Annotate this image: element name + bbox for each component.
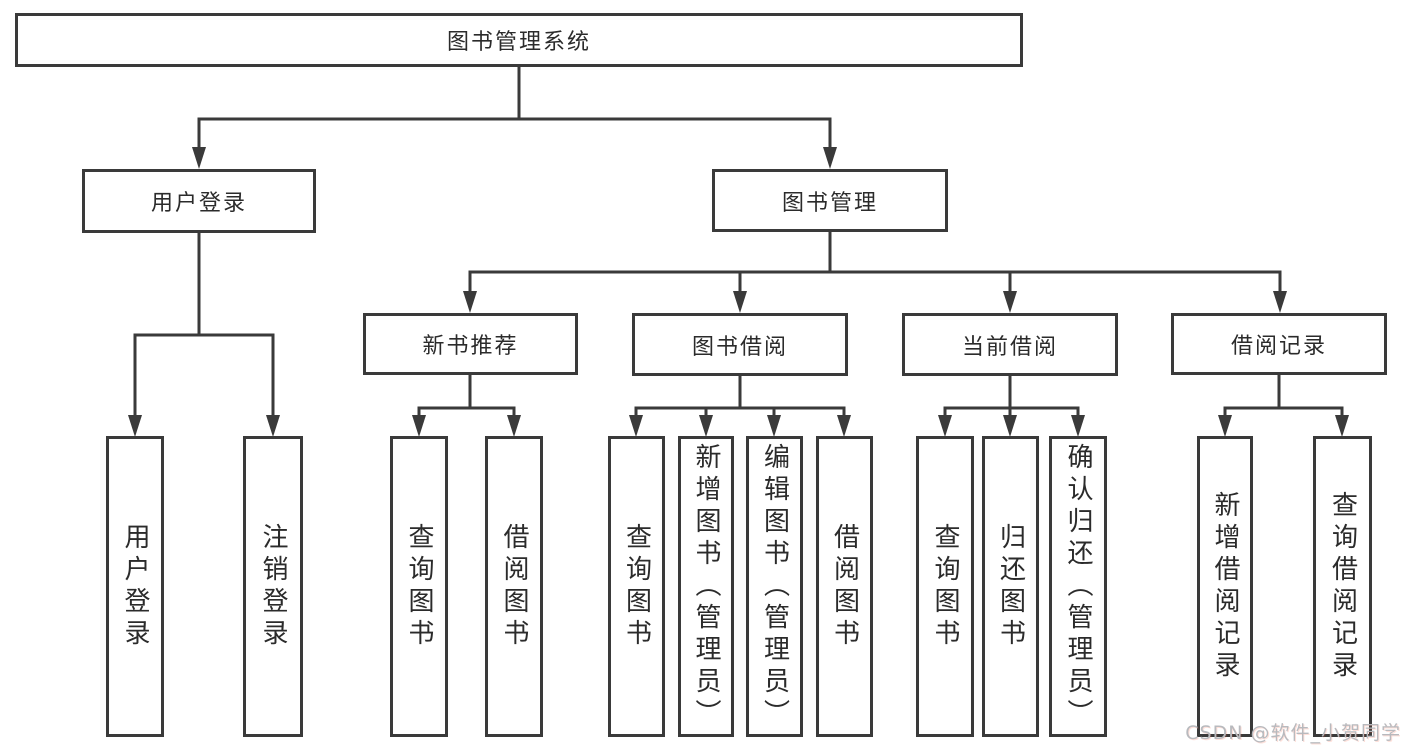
leaf-borrow-books-recommendation: 借阅图书 [485, 436, 543, 737]
leaf-label: 编辑图书（管理员） [759, 442, 790, 731]
connector-root-to-level2 [192, 66, 837, 169]
arrowheads-current-leaves [938, 415, 1085, 437]
node-label: 借阅记录 [1230, 334, 1327, 359]
node-library-management-system: 图书管理系统 [15, 13, 1023, 67]
node-label: 用户登录 [150, 191, 247, 216]
leaf-label: 借阅图书 [499, 522, 529, 651]
arrowheads-recommendation-leaves [412, 415, 521, 437]
leaf-label: 注销登录 [258, 522, 288, 651]
node-label: 当前借阅 [961, 334, 1058, 360]
leaf-query-books-borrowing: 查询图书 [608, 436, 665, 737]
leaf-query-books-current: 查询图书 [916, 436, 974, 737]
leaf-label: 查询图书 [621, 522, 652, 651]
leaf-label: 归还图书 [995, 522, 1026, 651]
leaf-label: 查询图书 [930, 522, 960, 651]
arrowheads-records-leaves [1218, 415, 1349, 437]
leaf-label: 新增借阅记录 [1210, 490, 1240, 683]
node-book-management: 图书管理 [712, 169, 948, 232]
leaf-borrow-books: 借阅图书 [816, 436, 873, 737]
leaf-confirm-return-admin: 确认归还（管理员） [1049, 436, 1107, 737]
arrowheads-level3 [463, 291, 1287, 313]
node-label: 图书借阅 [691, 334, 788, 360]
leaf-return-books: 归还图书 [982, 436, 1039, 737]
node-user-login: 用户登录 [82, 169, 316, 233]
connector-current-to-leaves [938, 375, 1085, 437]
leaf-query-borrow-record: 查询借阅记录 [1313, 436, 1372, 737]
node-label: 图书管理 [781, 190, 878, 216]
connector-book-management-to-level3 [463, 231, 1287, 313]
leaf-edit-books-admin: 编辑图书（管理员） [746, 436, 803, 737]
watermark: CSDN @软件_小贺同学 [1185, 722, 1401, 744]
leaf-label: 查询借阅记录 [1327, 490, 1358, 683]
arrowheads-level2 [192, 147, 837, 169]
connector-records-to-leaves [1218, 374, 1349, 437]
node-borrowing-records: 借阅记录 [1171, 313, 1387, 375]
node-new-book-recommendation: 新书推荐 [363, 313, 578, 375]
leaf-user-login: 用户登录 [106, 436, 164, 737]
arrowheads-user-login-leaves [128, 415, 280, 437]
leaf-add-books-admin: 新增图书（管理员） [678, 436, 734, 737]
leaf-label: 新增图书（管理员） [691, 442, 721, 731]
connector-user-login-to-leaves [128, 232, 280, 437]
leaf-label: 借阅图书 [829, 522, 860, 651]
leaf-add-borrow-record: 新增借阅记录 [1197, 436, 1253, 737]
connector-recommendation-to-leaves [412, 373, 521, 437]
node-book-borrowing: 图书借阅 [632, 313, 848, 376]
leaf-label: 用户登录 [120, 522, 150, 651]
leaf-label: 确认归还（管理员） [1063, 442, 1093, 731]
node-current-borrowing: 当前借阅 [902, 313, 1118, 376]
leaf-logout: 注销登录 [243, 436, 303, 737]
node-label: 图书管理系统 [446, 30, 591, 55]
leaf-query-books-recommendation: 查询图书 [390, 436, 448, 737]
arrowheads-borrowing-leaves [629, 415, 851, 437]
node-label: 新书推荐 [422, 334, 519, 359]
leaf-label: 查询图书 [404, 522, 434, 651]
connector-borrowing-to-leaves [629, 375, 851, 437]
